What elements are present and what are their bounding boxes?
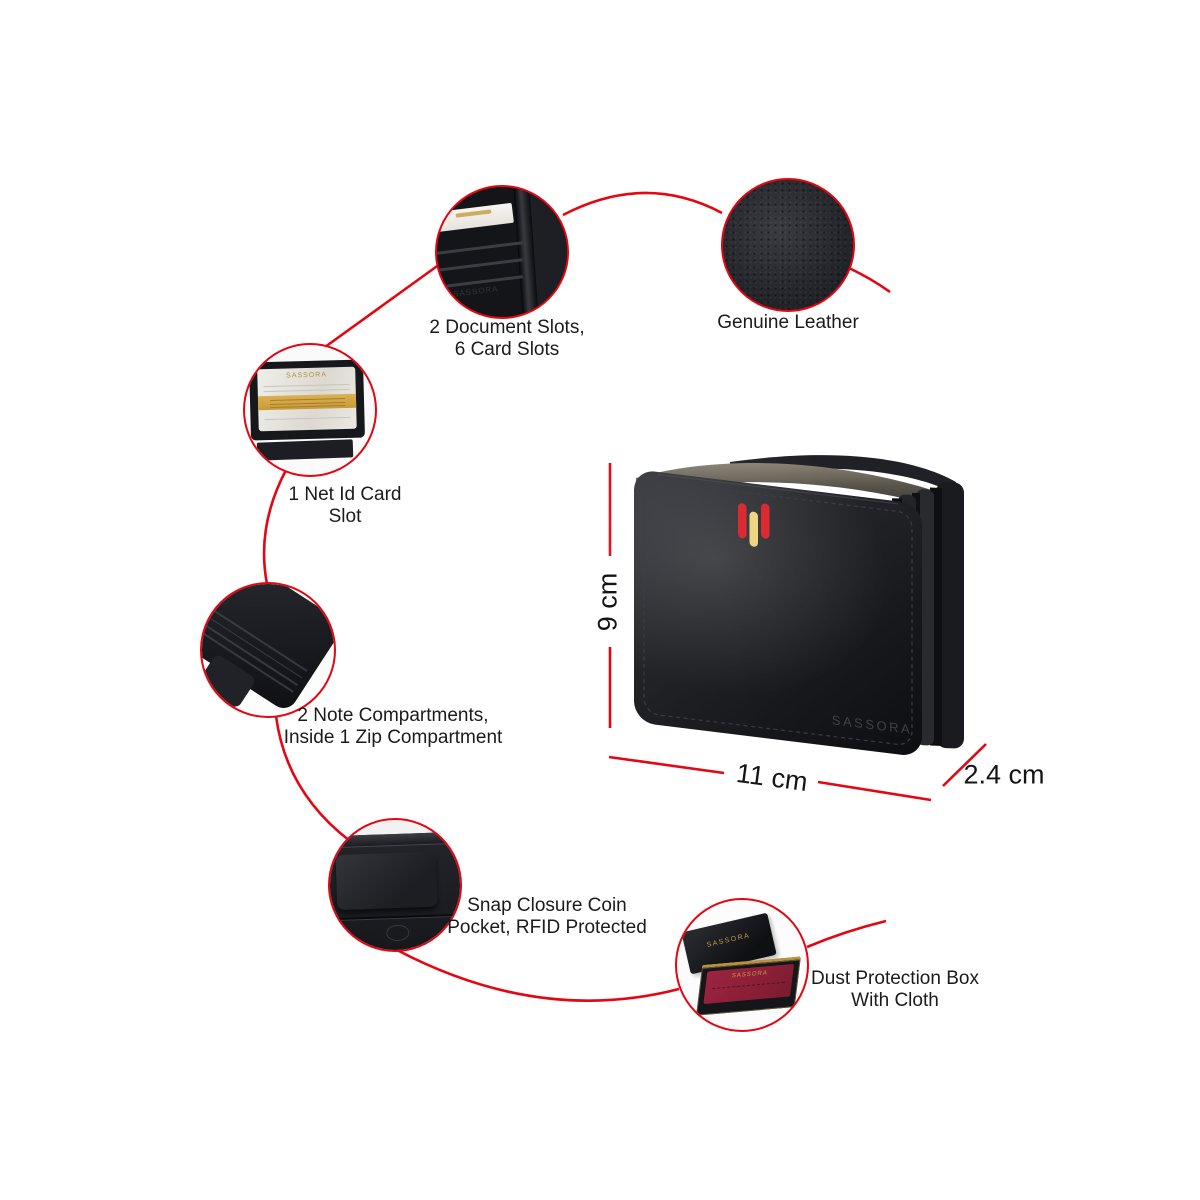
label-line: Inside 1 Zip Compartment (283, 727, 503, 749)
connector-coin-to-box (396, 948, 680, 1002)
id-card-line (263, 388, 351, 393)
box-cloth: SASSORA (703, 963, 795, 1004)
id-card-gold-band (258, 393, 357, 411)
id-card-brand: SASSORA (286, 371, 328, 380)
wallet-front-panel: SASSORA (600, 440, 922, 755)
coin-pocket-flap (334, 851, 437, 910)
card-slot-edge (437, 257, 523, 273)
label-dust-box: Dust Protection Box With Cloth (811, 968, 979, 1012)
dimension-line-width-right (817, 780, 932, 802)
cloth-brand: SASSORA (731, 969, 769, 980)
box-base: SASSORA (696, 956, 801, 1016)
label-line: Snap Closure Coin (467, 895, 627, 916)
id-window-frame: SASSORA (249, 359, 366, 441)
callout-photo-genuine-leather (721, 178, 855, 312)
callout-photo-coin-pocket (328, 818, 462, 952)
pocket-seam (330, 914, 458, 922)
label-note-compartments: 2 Note Compartments, Inside 1 Zip Compar… (284, 705, 503, 749)
callout-photo-note-compartments (200, 582, 336, 718)
wallet-back-body (330, 831, 460, 950)
label-line: Pocket, RFID Protected (447, 917, 647, 939)
wallet-body-strip (256, 439, 354, 462)
card-gold-print (455, 208, 492, 217)
label-line: 2 Document Slots, (429, 317, 585, 338)
dimension-line-depth (942, 743, 987, 787)
label-coin-pocket: Snap Closure Coin Pocket, RFID Protected (447, 895, 647, 939)
dimension-line-width-left (608, 755, 725, 775)
connector-cardslots-to-netid (324, 262, 441, 349)
card-slot-edge (437, 241, 523, 256)
id-card: SASSORA (257, 366, 358, 432)
dimension-height-label: 9 cm (592, 572, 623, 632)
label-genuine-leather: Genuine Leather (717, 312, 859, 334)
callout-photo-net-id-slot: SASSORA (243, 343, 377, 477)
label-line: 2 Note Compartments, (297, 705, 489, 726)
dimension-depth-label: 2.4 cm (963, 759, 1045, 790)
label-line: Genuine Leather (717, 312, 859, 333)
callout-photo-dust-box: SASSORA SASSORA (675, 898, 809, 1032)
label-line: Dust Protection Box (811, 968, 979, 989)
label-line: 1 Net Id Card (288, 484, 402, 505)
connector-netid-to-notes (262, 469, 288, 585)
id-card-line (263, 383, 351, 388)
connector-stub-topright (848, 266, 891, 294)
connector-notes-to-coin (274, 715, 351, 843)
label-net-id-card-slot: 1 Net Id Card Slot (289, 484, 402, 528)
wallet-stitching (643, 481, 913, 746)
connector-arc-top (562, 191, 723, 217)
label-document-card-slots: 2 Document Slots, 6 Card Slots (429, 317, 584, 361)
wallet-accent-stripes (738, 503, 770, 547)
brand-emboss-logo (385, 924, 409, 942)
label-line: With Cloth (851, 990, 939, 1012)
callout-photo-card-slots: SASSORA (435, 185, 569, 319)
wallet-photo: SASSORA (600, 440, 964, 755)
label-line: 6 Card Slots (454, 339, 560, 361)
box-lid-brand: SASSORA (706, 932, 751, 950)
id-card-line (264, 416, 352, 420)
connector-stub-box (806, 919, 887, 949)
interior-brand-emboss: SASSORA (452, 284, 499, 299)
label-line: Slot (328, 506, 362, 528)
